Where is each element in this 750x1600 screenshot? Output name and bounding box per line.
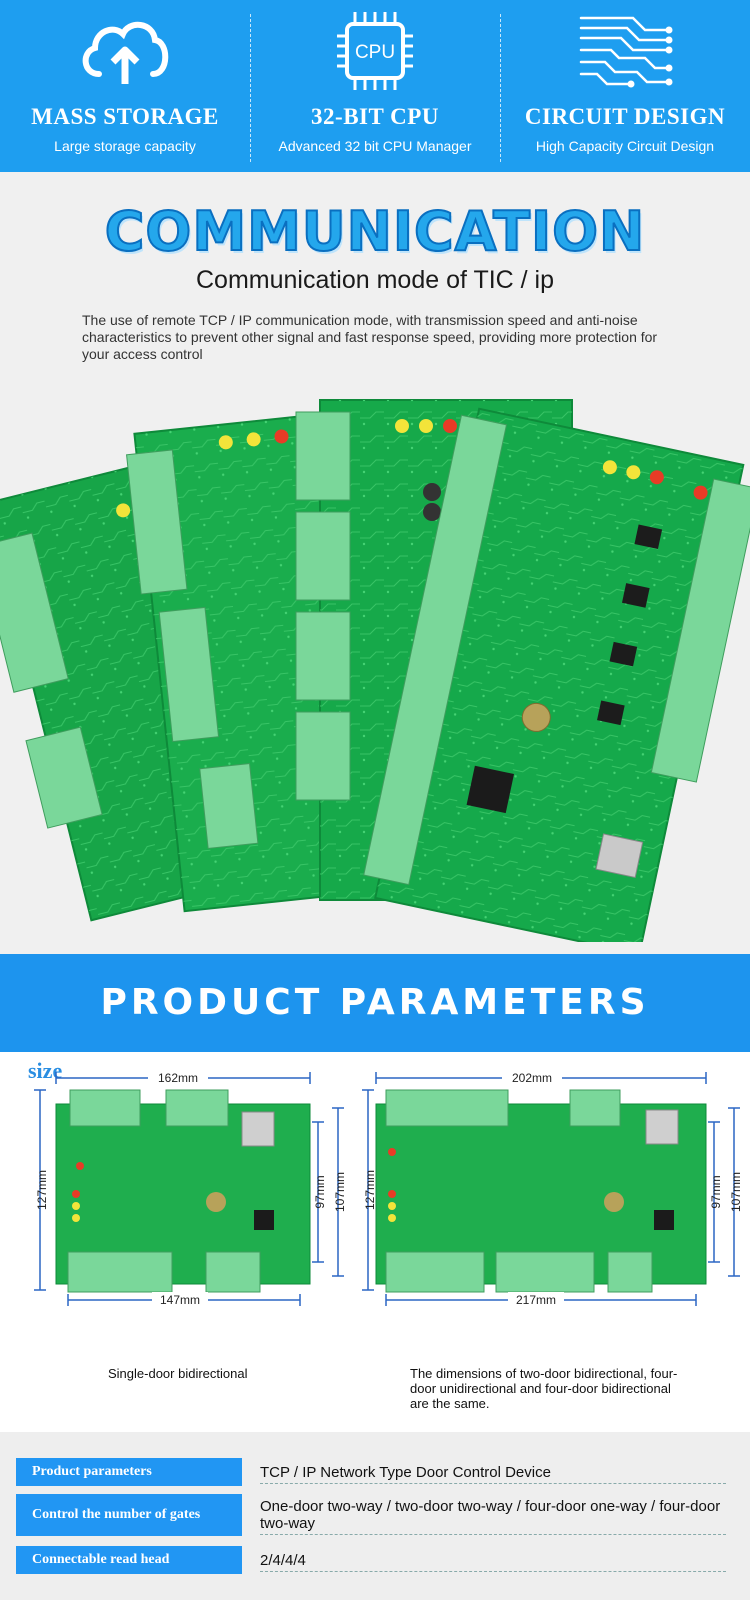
multi-width-top-label: 202mm <box>512 1071 552 1085</box>
parameters-table: Product parameters TCP / IP Network Type… <box>0 1432 750 1600</box>
single-height-inner-label: 97mm <box>313 1175 327 1208</box>
feature-title: MASS STORAGE <box>31 104 219 129</box>
parameter-label: Connectable read head <box>16 1546 242 1574</box>
multi-door-board <box>375 1089 707 1293</box>
multi-width-bottom-label: 217mm <box>516 1293 556 1307</box>
size-section: size <box>0 1052 750 1432</box>
communication-title: COMMUNICATION <box>104 199 646 264</box>
feature-mass-storage: MASS STORAGE Large storage capacity <box>0 0 250 172</box>
features-banner: MASS STORAGE Large storage capacity CPU … <box>0 0 750 172</box>
multi-height-left-label: 127mm <box>363 1170 377 1210</box>
parameter-label: Control the number of gates <box>16 1494 242 1536</box>
parameter-value: TCP / IP Network Type Door Control Devic… <box>260 1464 726 1484</box>
product-parameters-banner: PRODUCT PARAMETERS <box>0 954 750 1052</box>
feature-title: CIRCUIT DESIGN <box>524 104 726 129</box>
communication-description: The use of remote TCP / IP communication… <box>82 312 658 362</box>
circuit-traces-icon <box>579 16 673 88</box>
feature-subtitle: Large storage capacity <box>54 138 196 154</box>
parameter-value: 2/4/4/4 <box>260 1552 726 1572</box>
parameter-row: Connectable read head 2/4/4/4 <box>16 1546 726 1574</box>
cloud-upload-icon <box>82 22 169 84</box>
single-door-caption: Single-door bidirectional <box>108 1366 248 1381</box>
parameter-value: One-door two-way / two-door two-way / fo… <box>260 1498 726 1535</box>
dimension-diagram: 162mm 147mm 127mm 97mm 107mm 202mm 217mm… <box>34 1070 743 1308</box>
communication-subtitle: Communication mode of TIC / ip <box>195 266 555 294</box>
cpu-icon-text: CPU <box>355 42 395 63</box>
pcb-board-4 <box>363 407 750 942</box>
parameter-row: Product parameters TCP / IP Network Type… <box>16 1458 726 1486</box>
multi-height-outer-label: 107mm <box>729 1172 743 1212</box>
feature-subtitle: High Capacity Circuit Design <box>535 138 715 154</box>
feature-cpu: CPU 32-BIT CPU Advanced 32 bit CPU Manag… <box>250 0 500 172</box>
single-height-outer-label: 107mm <box>333 1172 347 1212</box>
parameter-row: Control the number of gates One-door two… <box>16 1494 726 1536</box>
parameter-label: Product parameters <box>16 1458 242 1486</box>
feature-title: 32-BIT CPU <box>311 104 439 129</box>
single-width-top-label: 162mm <box>158 1071 198 1085</box>
single-height-left-label: 127mm <box>35 1170 49 1210</box>
single-width-bottom-label: 147mm <box>160 1293 200 1307</box>
communication-section: COMMUNICATION Communication mode of TIC … <box>0 172 750 954</box>
circuit-boards-image <box>0 399 750 942</box>
multi-door-caption: The dimensions of two-door bidirectional… <box>410 1366 678 1411</box>
feature-circuit-design: CIRCUIT DESIGN High Capacity Circuit Des… <box>500 0 750 172</box>
multi-height-inner-label: 97mm <box>709 1175 723 1208</box>
cpu-chip-icon: CPU <box>337 12 413 90</box>
product-parameters-title: PRODUCT PARAMETERS <box>100 982 650 1023</box>
feature-subtitle: Advanced 32 bit CPU Manager <box>278 138 472 154</box>
single-door-board <box>55 1089 311 1293</box>
